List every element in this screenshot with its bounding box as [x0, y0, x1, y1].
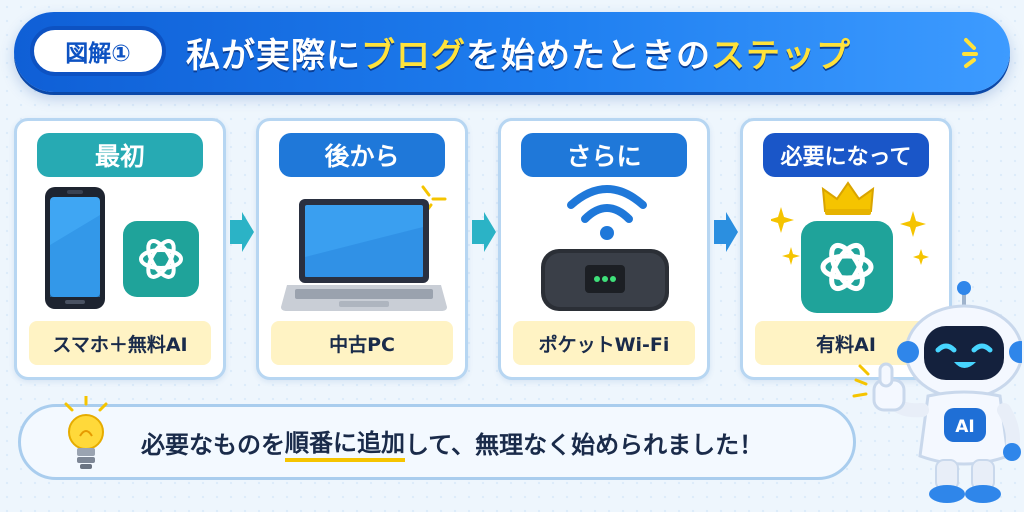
figure-badge: 図解①: [30, 26, 166, 76]
header-banner: 図解① 私が実際にブログを始めたときのステップ: [14, 12, 1010, 92]
step-card-1: 最初 スマホ＋無料AI: [14, 118, 226, 380]
chatgpt-logo-icon: [801, 221, 893, 313]
robot-mascot: AI: [852, 281, 1022, 503]
step-label-4: 必要になって: [763, 133, 929, 177]
laptop-icon: [281, 199, 447, 311]
summary-text-underlined: 順番に追加: [285, 423, 405, 462]
step-caption-3: ポケットWi-Fi: [513, 321, 695, 365]
sparkle-lines-icon: [962, 38, 978, 68]
title-highlight-step: ステップ: [711, 35, 851, 76]
step-label-1: 最初: [37, 133, 203, 177]
step-label-2: 後から: [279, 133, 445, 177]
summary-text-after: して、無理なく始められました！: [405, 430, 764, 459]
sparkle-stars-icon: [771, 207, 929, 265]
step-card-3: さらに ポケットWi-Fi: [498, 118, 710, 380]
chatgpt-logo-icon: [123, 221, 199, 297]
summary-text: 必要なものを順番に追加して、無理なく始められました！: [141, 407, 833, 477]
page-title: 私が実際にブログを始めたときのステップ: [186, 28, 851, 76]
summary-text-before: 必要なものを: [141, 430, 285, 459]
title-highlight-blog: ブログ: [361, 35, 466, 76]
title-part-2: を始めたときの: [466, 35, 711, 76]
pocket-wifi-router-icon: [541, 249, 669, 311]
arrow-right-icon: [230, 212, 254, 252]
step-caption-1: スマホ＋無料AI: [29, 321, 211, 365]
step-label-3: さらに: [521, 133, 687, 177]
robot-chest-label: AI: [955, 417, 974, 437]
smartphone-icon: [45, 187, 105, 309]
step-card-2: 後から 中古PC: [256, 118, 468, 380]
arrow-right-icon: [472, 212, 496, 252]
wifi-icon: [567, 185, 647, 240]
crown-icon: [821, 181, 875, 215]
title-part-1: 私が実際に: [186, 35, 361, 76]
arrow-right-icon: [714, 212, 738, 252]
step-caption-2: 中古PC: [271, 321, 453, 365]
summary-note: 必要なものを順番に追加して、無理なく始められました！: [18, 404, 856, 480]
lightbulb-icon: [64, 396, 108, 469]
